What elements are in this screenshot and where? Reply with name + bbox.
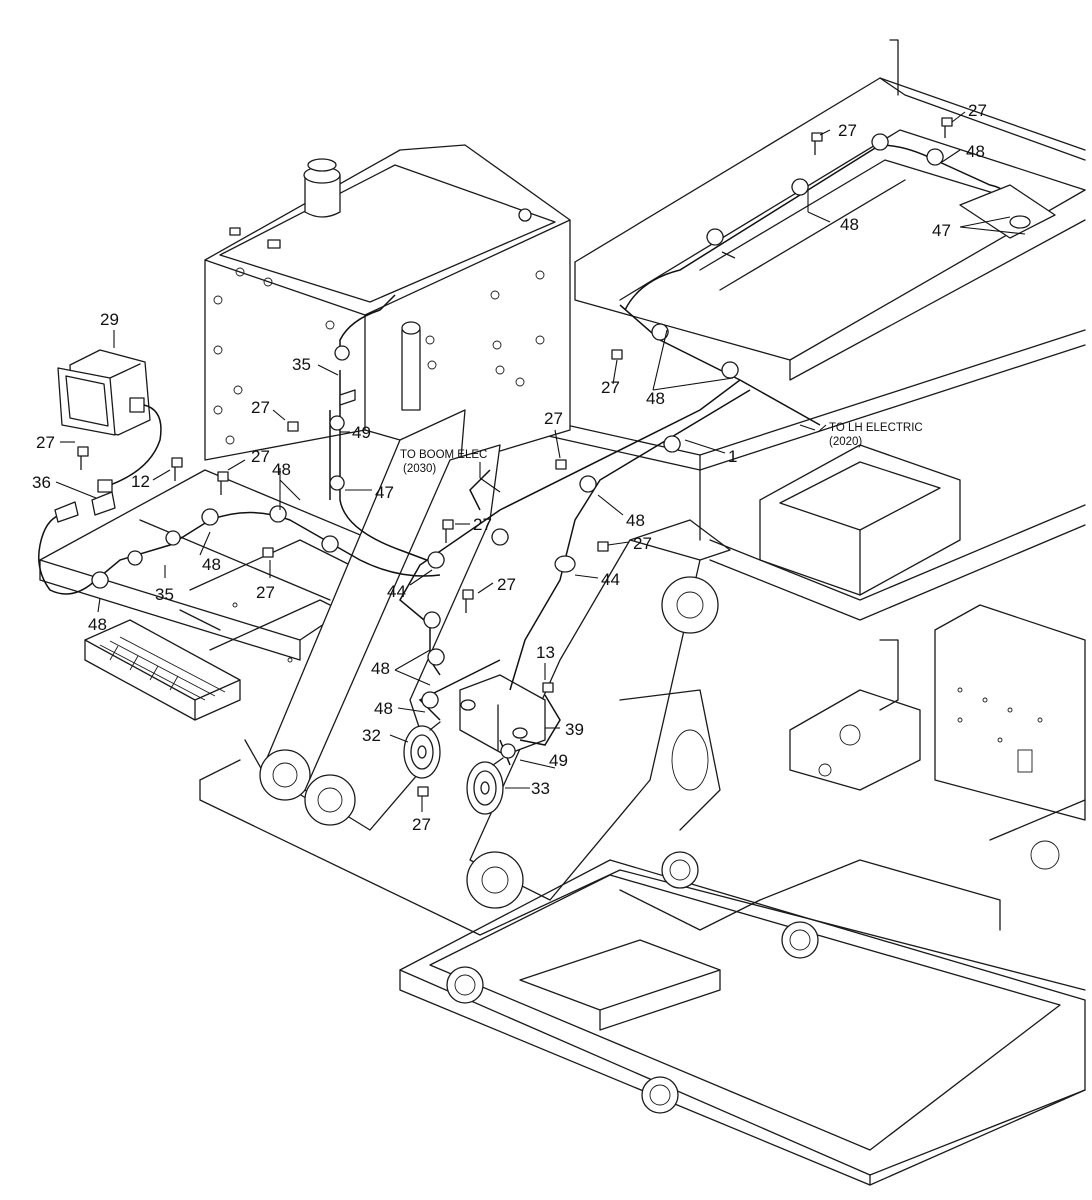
label-27-deck-a: 27 — [251, 447, 270, 466]
wiring-harness — [38, 117, 1056, 797]
label-27-horn: 27 — [412, 815, 431, 834]
label-35-deck: 35 — [155, 585, 174, 604]
label-27-rear-b: 27 — [968, 101, 987, 120]
label-27-crossmember: 27 — [601, 378, 620, 397]
label-49-tank: 49 — [352, 423, 371, 442]
horn-32 — [403, 721, 441, 779]
label-1: 1 — [728, 447, 737, 466]
label-36: 36 — [32, 473, 51, 492]
horn-33 — [466, 757, 504, 815]
label-48-rear-a: 48 — [840, 215, 859, 234]
label-32: 32 — [362, 726, 381, 745]
label-27-tank: 27 — [251, 398, 270, 417]
label-27-deck-b: 27 — [256, 583, 275, 602]
clamps — [54, 133, 944, 759]
label-48-horn-a: 48 — [371, 659, 390, 678]
label-27-center: 27 — [544, 409, 563, 428]
label-39: 39 — [565, 720, 584, 739]
lower-frame — [199, 759, 1086, 1186]
note-boom-elec-code: (2030) — [403, 463, 436, 475]
label-13: 13 — [536, 643, 555, 662]
note-boom-elec-title: TO BOOM ELEC — [400, 449, 487, 461]
leader-lines — [55, 111, 1026, 812]
label-44-right: 44 — [601, 570, 620, 589]
bolts — [77, 117, 953, 797]
label-48-rear-b: 48 — [966, 142, 985, 161]
note-lh-electric-code: (2020) — [829, 436, 862, 448]
label-48-deck-b: 48 — [202, 555, 221, 574]
relay-bracket — [459, 674, 546, 756]
label-12: 12 — [131, 472, 150, 491]
label-27-boom-b: 27 — [497, 575, 516, 594]
work-lamp — [57, 349, 162, 493]
label-27-boom-a: 27 — [473, 515, 492, 534]
label-35-tank: 35 — [292, 355, 311, 374]
note-lh-electric-title: TO LH ELECTRIC — [829, 422, 923, 434]
label-44-left: 44 — [387, 582, 406, 601]
boom-foot-brackets — [244, 409, 731, 909]
label-48-boom: 48 — [626, 511, 645, 530]
label-27-lamp: 27 — [36, 433, 55, 452]
tank-bolts — [213, 267, 545, 445]
label-48-deck-c: 48 — [88, 615, 107, 634]
label-48-horn-b: 48 — [374, 699, 393, 718]
label-49-horn: 49 — [549, 751, 568, 770]
label-27-boom-c: 27 — [633, 534, 652, 553]
label-48-crossmember: 48 — [646, 389, 665, 408]
connection-notes: TO BOOM ELEC (2030) TO LH ELECTRIC (2020… — [400, 422, 923, 475]
label-27-rear-a: 27 — [838, 121, 857, 140]
label-29: 29 — [100, 310, 119, 329]
part-labels: 29 27 36 12 27 48 48 35 27 48 27 35 49 4… — [32, 101, 987, 834]
label-48-deck-a: 48 — [272, 460, 291, 479]
label-33: 33 — [531, 779, 550, 798]
label-47-rear: 47 — [932, 221, 951, 240]
label-47-tank: 47 — [375, 483, 394, 502]
